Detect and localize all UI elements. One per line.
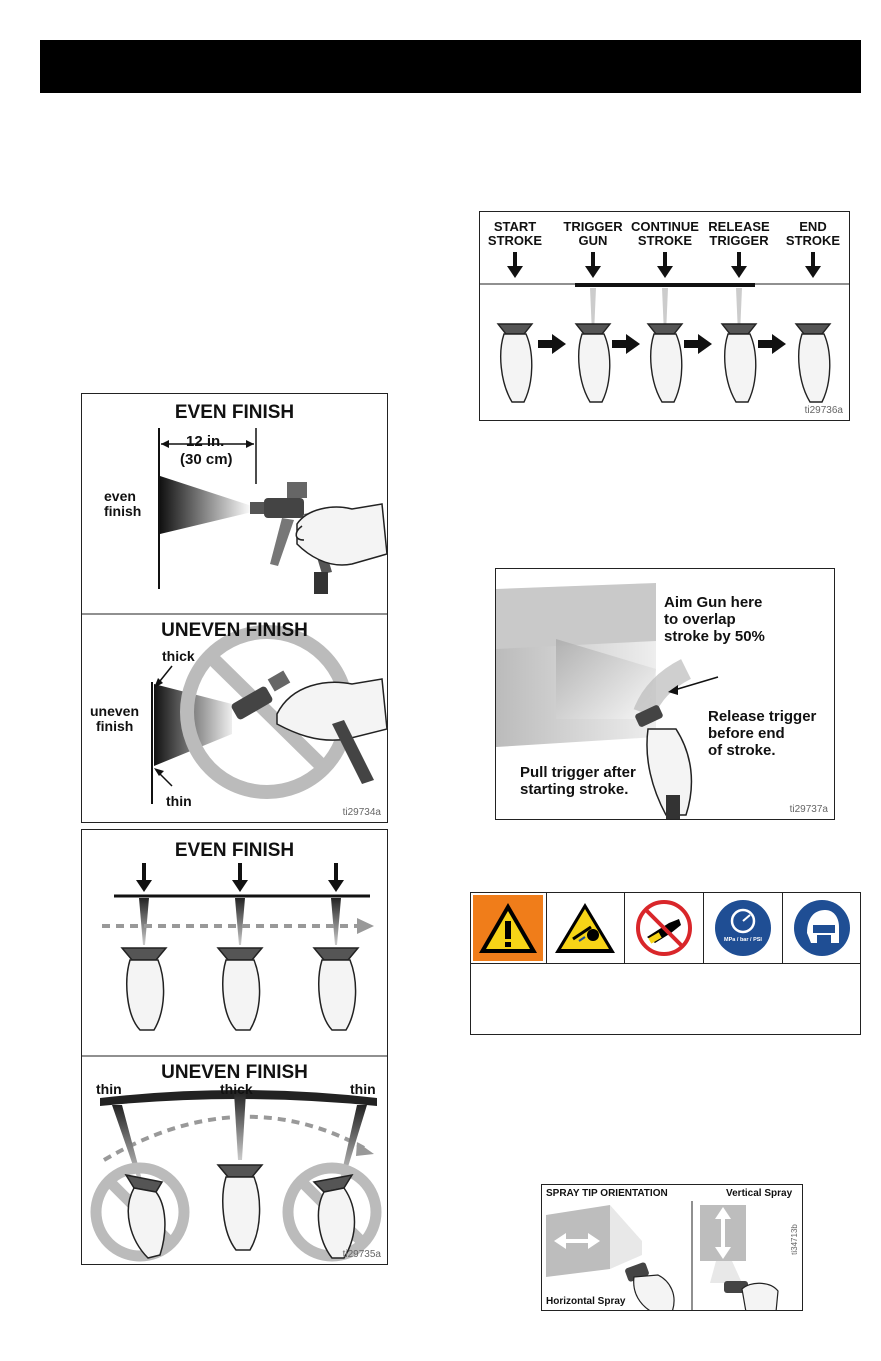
tip-orientation-diagram xyxy=(546,1201,779,1310)
figure-even-uneven-distance: EVEN FINISH xyxy=(81,393,388,823)
uneven-label-1: uneven xyxy=(90,703,140,719)
distance-inches-label: 12 in. xyxy=(186,433,225,450)
sequence-diagram xyxy=(480,252,849,403)
figure-stroke-even-uneven: EVEN FINISH xyxy=(81,829,388,1265)
figure-id: ti29734a xyxy=(342,807,381,818)
distance-diagram xyxy=(82,428,387,804)
thin-right-label: thin xyxy=(350,1081,376,1097)
release-line-1: Release trigger xyxy=(708,708,817,725)
face-protection-cell xyxy=(785,897,859,959)
horizontal-spray-label: Horizontal Spray xyxy=(546,1296,626,1307)
stroke-uneven-title: UNEVEN FINISH xyxy=(161,1062,308,1083)
overlap-diagram xyxy=(496,583,719,819)
distance-cm-label: (30 cm) xyxy=(180,451,233,468)
pressure-relief-icon xyxy=(715,900,771,956)
thick-mid-label: thick xyxy=(220,1081,253,1097)
no-hand-spray-cell xyxy=(627,897,701,959)
figure-id: ti29737a xyxy=(789,804,828,815)
warning-icon-row: MPa / bar / PSI xyxy=(471,893,860,964)
stroke-even-title: EVEN FINISH xyxy=(174,840,295,861)
figure-overlap: Aim Gun here to overlap stroke by 50% Re… xyxy=(495,568,835,820)
hand-icon xyxy=(295,503,387,566)
figure-id: ti29735a xyxy=(342,1249,381,1260)
thick-label: thick xyxy=(162,648,195,664)
warning-triangle-icon xyxy=(479,903,537,953)
hand-gun-icon xyxy=(635,705,693,819)
figure-id: ti29736a xyxy=(804,405,843,416)
uneven-finish-title: UNEVEN FINISH xyxy=(161,620,308,641)
hand-gun-sequence-icons xyxy=(496,323,832,403)
stroke-diagram xyxy=(82,863,387,1262)
tip-orientation-title: SPRAY TIP ORIENTATION xyxy=(546,1188,668,1199)
no-hand-in-spray-icon xyxy=(636,900,692,956)
injection-hazard-cell xyxy=(549,897,621,959)
aim-line-1: Aim Gun here xyxy=(664,594,763,611)
vertical-spray-label: Vertical Spray xyxy=(726,1188,793,1199)
figure-id: ti34713b xyxy=(790,1224,800,1255)
uneven-label-2: finish xyxy=(96,718,134,734)
pull-line-2: starting stroke. xyxy=(520,781,629,798)
even-label-1: even xyxy=(104,488,136,504)
pressure-relief-cell: MPa / bar / PSI xyxy=(706,897,780,959)
face-protection-icon xyxy=(794,900,850,956)
warning-panel: MPa / bar / PSI xyxy=(470,892,861,1035)
aim-line-2: to overlap xyxy=(664,611,736,628)
pressure-units-label: MPa / bar / PSI xyxy=(724,937,762,943)
figure-tip-orientation: SPRAY TIP ORIENTATION Vertical Spray Hor… xyxy=(541,1184,803,1311)
prohibited-left-icon xyxy=(90,1162,190,1262)
thin-left-label: thin xyxy=(96,1081,122,1097)
warning-triangle-cell xyxy=(473,895,543,961)
release-line-3: of stroke. xyxy=(708,742,776,759)
aim-line-3: stroke by 50% xyxy=(664,628,765,645)
pull-line-1: Pull trigger after xyxy=(520,764,636,781)
thin-label: thin xyxy=(166,793,192,809)
even-finish-title: EVEN FINISH xyxy=(174,402,295,423)
even-label-2: finish xyxy=(104,503,142,519)
injection-hazard-icon xyxy=(555,903,615,953)
hand-gun-icon xyxy=(120,947,360,1031)
section-header-bar xyxy=(40,40,861,93)
angled-spray-gun-icon xyxy=(231,670,387,784)
vertical-gun-icon xyxy=(724,1281,779,1310)
release-line-2: before end xyxy=(708,725,785,742)
horizontal-gun-icon xyxy=(625,1262,675,1310)
